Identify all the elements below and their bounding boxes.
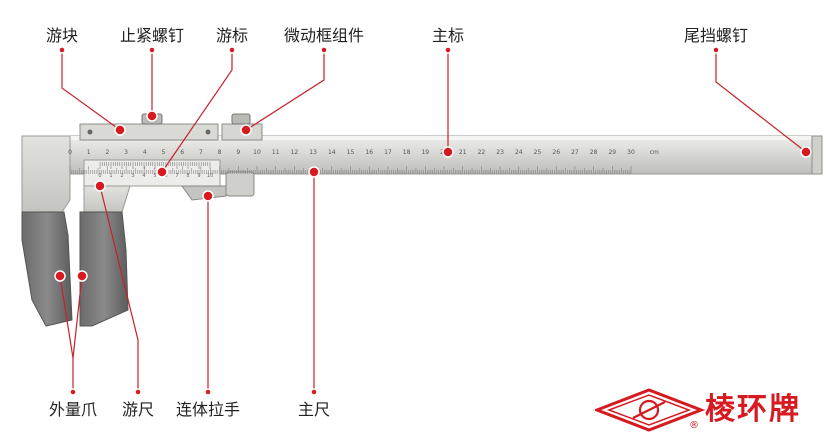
leader-youchi (99, 185, 139, 392)
main-scale-number: 6 (180, 149, 184, 156)
brand-logo: ® 棱环牌 (595, 388, 830, 432)
main-scale-number: 24 (515, 149, 523, 156)
leader-weidang (715, 50, 807, 153)
main-beam-edge (22, 136, 822, 140)
label-youchi: 游尺 (121, 400, 155, 419)
main-scale-number: 1 (87, 149, 91, 156)
fine-adjust-screw (231, 113, 251, 125)
label-waiiangzhua: 外量爪 (48, 400, 98, 419)
vernier-number: 7 (175, 173, 178, 179)
sliding-block (79, 123, 219, 141)
vernier-number: 8 (186, 173, 189, 179)
vernier-number: 9 (197, 173, 200, 179)
vernier-number: 5 (153, 173, 156, 179)
label-zhubiao: 主标 (431, 26, 465, 45)
main-scale-number: 8 (218, 149, 222, 156)
main-scale-number: 18 (403, 149, 411, 156)
leader-dots (54, 46, 812, 396)
main-scale-number: 7 (199, 149, 203, 156)
main-scale-number: 29 (608, 149, 616, 156)
label-weidang: 尾挡螺钉 (683, 26, 749, 45)
main-scale-number: 4 (143, 149, 147, 156)
label-weidong: 微动框组件 (283, 26, 365, 45)
main-scale: 0123456789101112131415161718192021222324… (68, 149, 659, 174)
main-scale-number: 25 (534, 149, 542, 156)
label-youkuai: 游块 (45, 26, 79, 45)
label-youbiao: 游标 (215, 26, 249, 45)
main-scale-number: 12 (291, 149, 299, 156)
main-scale-number: 27 (571, 149, 579, 156)
label-zhijin: 止紧螺钉 (119, 26, 185, 45)
thumb-pull (225, 171, 255, 197)
leader-waiiangzhua-2 (72, 275, 83, 359)
main-scale-number: 3 (124, 149, 128, 156)
label-zhuchi: 主尺 (297, 400, 331, 419)
vernier-number: 0 (98, 173, 101, 179)
fixed-jaw-body (21, 135, 71, 213)
main-scale-number: 23 (496, 149, 504, 156)
brand-name: 棱环牌 (705, 392, 801, 427)
main-scale-number: 14 (328, 149, 336, 156)
main-scale-number: 11 (272, 149, 280, 156)
tail-end (811, 135, 823, 175)
main-scale-number: 15 (347, 149, 355, 156)
main-scale-number: 19 (421, 149, 429, 156)
main-scale-number: 17 (384, 149, 392, 156)
registered-mark: ® (689, 420, 699, 431)
leader-youbiao (161, 50, 233, 173)
main-scale-number: 30 (627, 149, 635, 156)
main-scale-number: 5 (162, 149, 166, 156)
main-scale-unit: cm (650, 149, 659, 156)
main-scale-number: 0 (68, 149, 72, 156)
main-scale-number: 21 (459, 149, 467, 156)
main-scale-number: 26 (552, 149, 560, 156)
vernier-number: 1 (109, 173, 112, 179)
vernier-number: 2 (120, 173, 123, 179)
sliding-jaw-body (83, 185, 131, 213)
main-scale-number: 9 (236, 149, 240, 156)
leader-youkuai (61, 50, 121, 131)
leader-lines (59, 50, 807, 392)
main-scale-number: 13 (309, 149, 317, 156)
main-scale-number: 22 (478, 149, 486, 156)
brand-emblem-icon: ® (595, 388, 705, 432)
label-liantilashou: 连体拉手 (175, 400, 241, 419)
leader-weidong (245, 50, 325, 131)
fixed-jaw-blade (21, 211, 73, 327)
main-scale-number: 10 (253, 149, 261, 156)
vernier-number: 4 (142, 173, 145, 179)
sliding-jaw-blade (79, 211, 129, 327)
main-scale-number: 16 (365, 149, 373, 156)
main-scale-number: 28 (590, 149, 598, 156)
vernier-number: 3 (131, 173, 134, 179)
vernier-number: 10 (207, 173, 213, 179)
main-scale-number: 2 (105, 149, 109, 156)
